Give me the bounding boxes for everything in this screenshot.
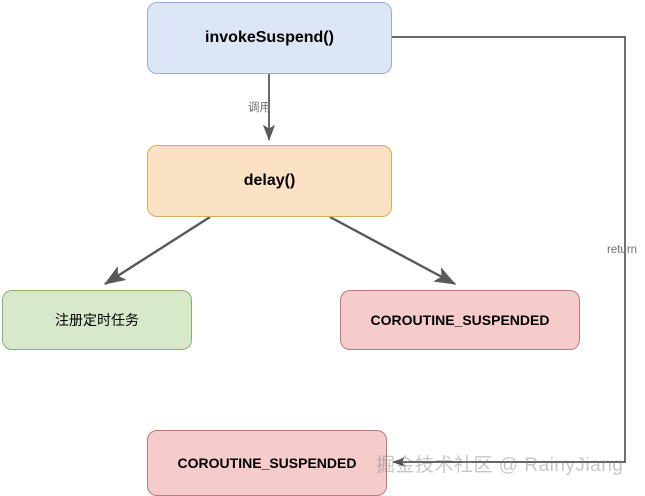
edge-label-invoke-call: 调用: [248, 102, 271, 114]
node-register-timer-task[interactable]: 注册定时任务: [2, 290, 192, 350]
edge-invokesuspend-return-to-coroutine-suspended-bottom: [392, 36, 626, 467]
node-delay-label: delay(): [243, 172, 296, 190]
node-delay[interactable]: delay(): [147, 145, 392, 217]
watermark: 掘金技术社区 @ RainyJiang: [376, 455, 624, 476]
edge-label-return: return: [607, 244, 638, 256]
edge-delay-to-coroutine-suspended-right: [329, 215, 457, 286]
node-coroutine-suspended-right-label: COROUTINE_SUSPENDED: [370, 311, 550, 328]
edge-delay-to-register-timer-task: [103, 215, 211, 286]
node-register-timer-task-label: 注册定时任务: [55, 311, 139, 328]
node-invoke-suspend[interactable]: invokeSuspend(): [147, 2, 392, 74]
node-coroutine-suspended-right[interactable]: COROUTINE_SUSPENDED: [340, 290, 580, 350]
node-invoke-suspend-label: invokeSuspend(): [205, 29, 334, 47]
node-coroutine-suspended-bottom[interactable]: COROUTINE_SUSPENDED: [147, 430, 387, 496]
node-coroutine-suspended-bottom-label: COROUTINE_SUSPENDED: [177, 454, 357, 471]
